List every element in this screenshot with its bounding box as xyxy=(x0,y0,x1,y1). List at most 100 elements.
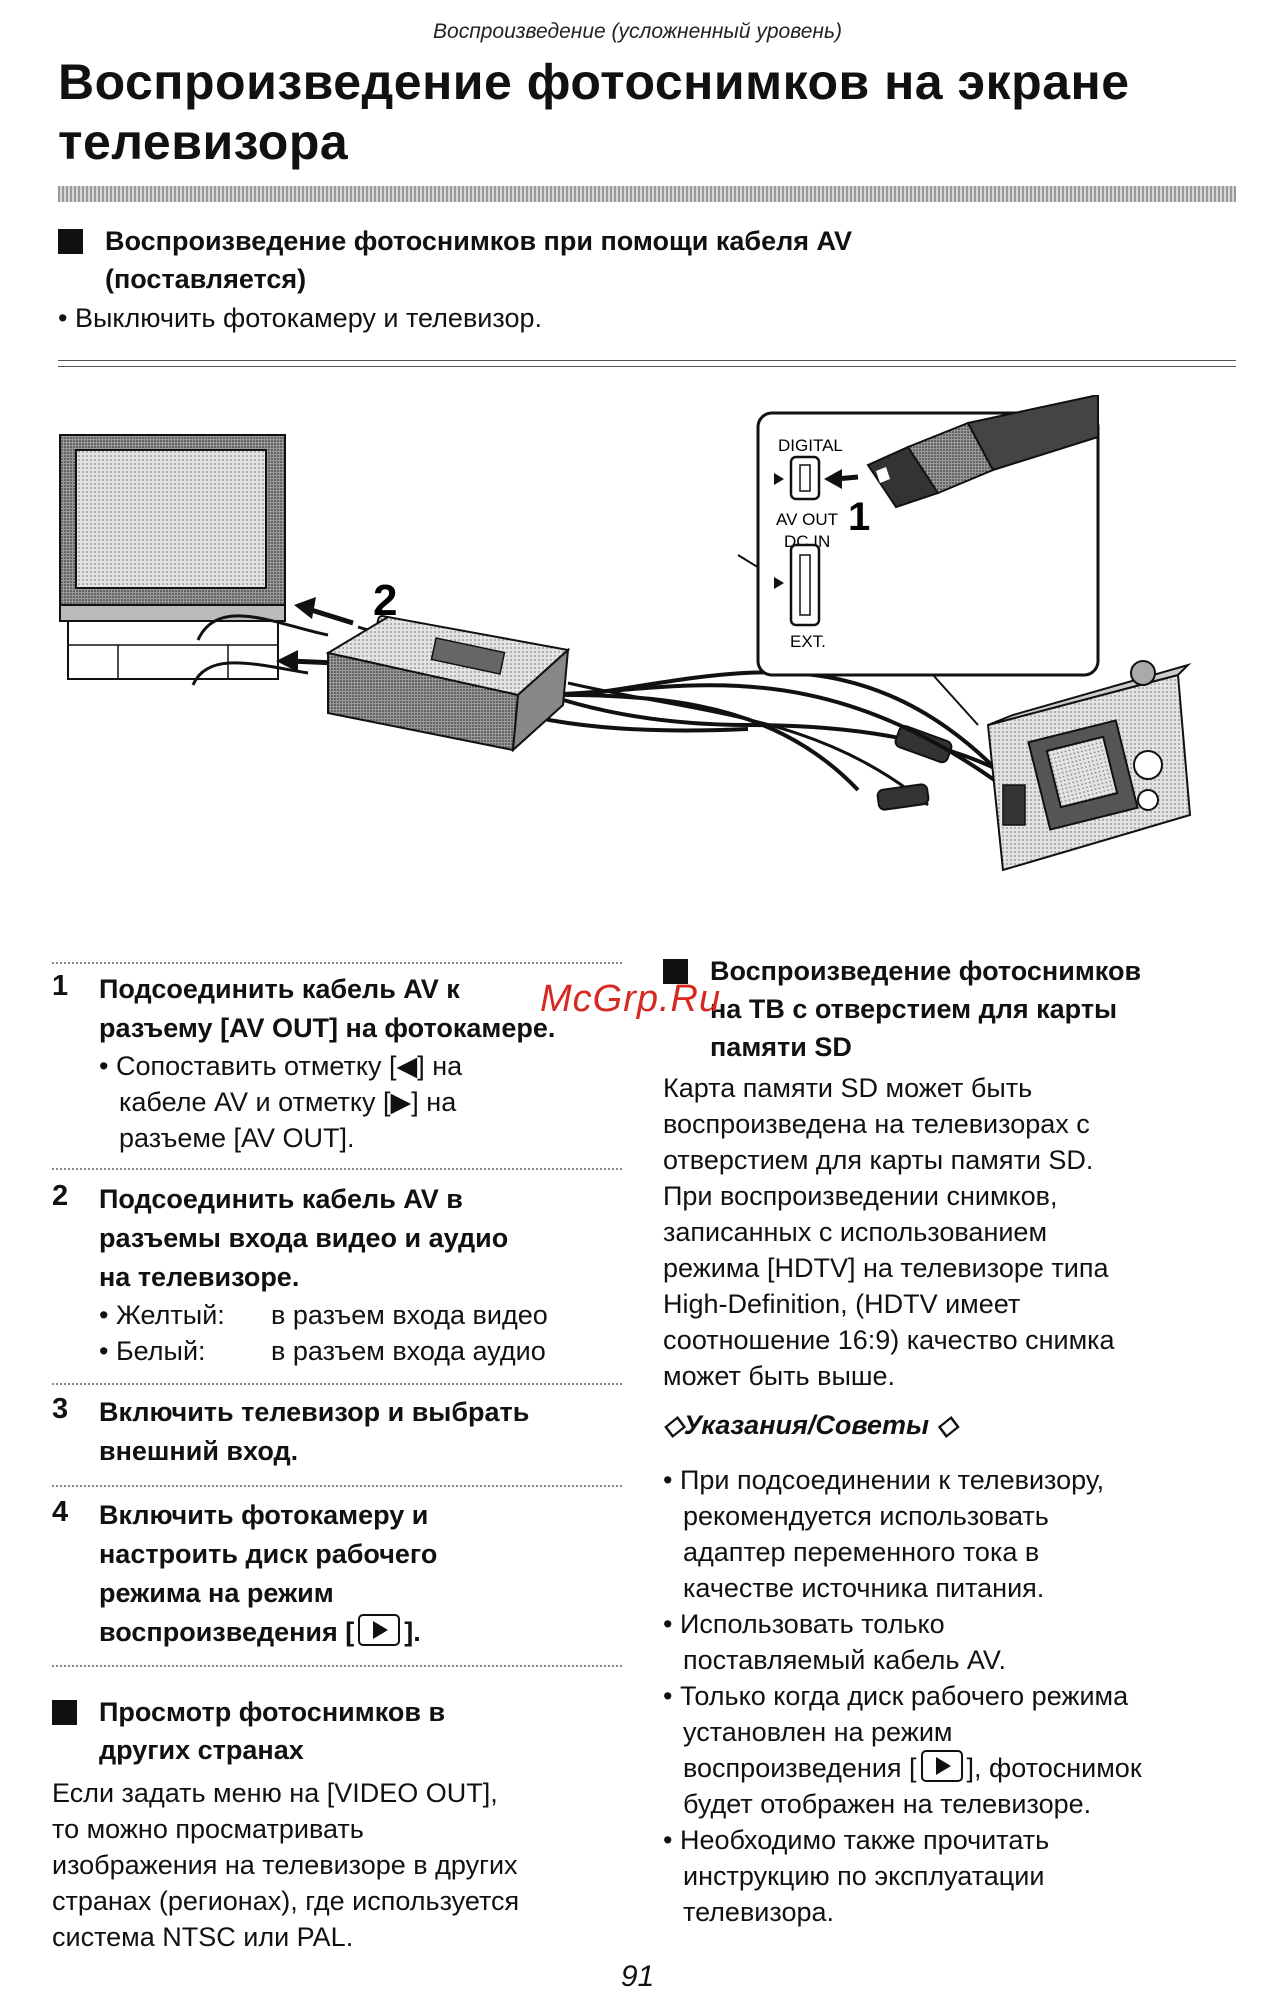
body-line: система NTSC или PAL. xyxy=(52,1922,354,1952)
step-number: 2 xyxy=(52,1180,69,1212)
playback-mode-icon xyxy=(920,1750,963,1782)
label-av-out: AV OUT xyxy=(776,510,838,529)
step-heading-line: Включить телевизор и выбрать xyxy=(99,1397,530,1427)
step-heading-line: Подсоединить кабель AV к xyxy=(99,974,460,1004)
step-divider xyxy=(52,1168,622,1170)
tip-line: установлен на режим xyxy=(683,1717,953,1747)
section-heading-line: Просмотр фотоснимков в xyxy=(99,1697,446,1727)
connection-diagram: 2 xyxy=(59,395,1192,872)
page-title: Воспроизведение фотоснимков на экране те… xyxy=(58,52,1238,172)
callout-1: 1 xyxy=(848,495,870,539)
step-heading-line: на телевизоре. xyxy=(99,1262,300,1292)
tip-line: рекомендуется использовать xyxy=(683,1501,1049,1531)
step-divider xyxy=(52,1485,622,1487)
step-divider xyxy=(52,1665,622,1667)
section-rule xyxy=(58,360,1236,367)
tip-item: • Только когда диск рабочего режима уста… xyxy=(663,1678,1243,1822)
cable-color-target: в разъем входа аудио xyxy=(271,1336,546,1366)
step-3: 3 Включить телевизор и выбрать внешний в… xyxy=(52,1393,622,1471)
step-heading-line: разъему [AV OUT] на фотокамере. xyxy=(99,1013,556,1043)
triangle-marker-icon xyxy=(774,577,784,589)
tip-line: телевизора. xyxy=(683,1897,835,1927)
step-heading-line: Включить фотокамеру и xyxy=(99,1500,429,1530)
step-heading-text: воспроизведения [ xyxy=(99,1617,355,1647)
step-2: 2 Подсоединить кабель AV в разъемы входа… xyxy=(52,1180,622,1369)
step-heading-line: внешний вход. xyxy=(99,1436,299,1466)
page-title-line-2: телевизора xyxy=(58,114,349,170)
label-ext: EXT. xyxy=(790,632,826,651)
camera-illustration xyxy=(986,660,1192,872)
body-line: воспроизведена на телевизорах с xyxy=(663,1109,1090,1139)
section-square-icon xyxy=(58,229,83,254)
body-line: режима [HDTV] на телевизоре типа xyxy=(663,1253,1109,1283)
tip-text: ], фотоснимок xyxy=(966,1753,1142,1783)
tip-line: будет отображен на телевизоре. xyxy=(683,1789,1092,1819)
tip-line: поставляемый кабель AV. xyxy=(683,1645,1006,1675)
title-rule xyxy=(58,186,1236,202)
step-heading: Подсоединить кабель AV к разъему [AV OUT… xyxy=(99,970,622,1048)
step-heading-line: настроить диск рабочего xyxy=(99,1539,438,1569)
section-heading-line: Воспроизведение фотоснимков xyxy=(710,956,1142,986)
step-number: 3 xyxy=(52,1393,69,1425)
step-heading-text: ]. xyxy=(404,1617,421,1647)
section-heading-line: памяти SD xyxy=(710,1032,852,1062)
tip-item: • Использовать только поставляемый кабел… xyxy=(663,1606,1243,1678)
step-bullet: • Сопоставить отметку [◀] на кабеле AV и… xyxy=(99,1048,622,1156)
ferrite-core-dc xyxy=(876,783,930,811)
step-bullet-line: • Сопоставить отметку [◀] на xyxy=(99,1051,463,1081)
step-heading: Включить фотокамеру и настроить диск раб… xyxy=(99,1496,622,1652)
section-heading-line: на ТВ с отверстием для карты xyxy=(710,994,1118,1024)
step-bullet-line: разъеме [AV OUT]. xyxy=(119,1123,355,1153)
body-line: записанных с использованием xyxy=(663,1217,1048,1247)
sd-tv-body: Карта памяти SD может быть воспроизведен… xyxy=(663,1070,1243,1394)
step-heading: Подсоединить кабель AV в разъемы входа в… xyxy=(99,1180,622,1297)
step-heading-line: воспроизведения []. xyxy=(99,1613,622,1652)
section-heading-abroad: Просмотр фотоснимков в других странах xyxy=(52,1693,622,1769)
cable-color-row: • Желтый: в разъем входа видео xyxy=(99,1297,622,1333)
section-square-icon xyxy=(52,1700,77,1725)
section-heading-line-2: (поставляется) xyxy=(105,264,307,294)
playback-mode-icon xyxy=(358,1614,401,1646)
tip-line: качестве источника питания. xyxy=(683,1573,1045,1603)
tip-item: • Необходимо также прочитать инструкцию … xyxy=(663,1822,1243,1930)
triangle-marker-icon xyxy=(774,473,784,485)
ferrite-core xyxy=(894,725,953,764)
step-number: 4 xyxy=(52,1496,69,1528)
step-1: 1 Подсоединить кабель AV к разъему [AV O… xyxy=(52,970,622,1156)
intro-bullet: • Выключить фотокамеру и телевизор. xyxy=(58,303,542,333)
abroad-body: Если задать меню на [VIDEO OUT], то можн… xyxy=(52,1775,632,1955)
body-line: При воспроизведении снимков, xyxy=(663,1181,1058,1211)
tips-heading: ◇Указания/Советы ◇ xyxy=(663,1410,958,1440)
cable-color-label: • Белый: xyxy=(99,1336,206,1366)
tip-text: воспроизведения [ xyxy=(683,1753,917,1783)
tip-line: • При подсоединении к телевизору, xyxy=(663,1465,1105,1495)
tip-line: инструкцию по эксплуатации xyxy=(683,1861,1045,1891)
step-4: 4 Включить фотокамеру и настроить диск р… xyxy=(52,1496,622,1652)
body-line: High-Definition, (HDTV имеет xyxy=(663,1289,1021,1319)
watermark: McGrp.Ru xyxy=(540,978,722,1020)
tip-line: • Использовать только xyxy=(663,1609,945,1639)
section-square-icon xyxy=(663,959,688,984)
running-head: Воспроизведение (усложненный уровень) xyxy=(433,20,842,43)
step-divider xyxy=(52,962,622,964)
cable-color-label: • Желтый: xyxy=(99,1300,225,1330)
connector-inset: DIGITAL AV OUT DC IN 1 EXT. xyxy=(737,395,1100,726)
tips-list: • При подсоединении к телевизору, рекоме… xyxy=(663,1462,1243,1930)
tip-line: • Необходимо также прочитать xyxy=(663,1825,1050,1855)
body-line: отверстием для карты памяти SD. xyxy=(663,1145,1094,1175)
body-line: то можно просматривать xyxy=(52,1814,364,1844)
tip-line: • Только когда диск рабочего режима xyxy=(663,1681,1129,1711)
ac-adapter-illustration xyxy=(191,614,571,753)
step-bullet-line: кабеле AV и отметку [▶] на xyxy=(119,1087,457,1117)
body-line: изображения на телевизоре в других xyxy=(52,1850,518,1880)
label-digital: DIGITAL xyxy=(778,436,843,455)
tip-item: • При подсоединении к телевизору, рекоме… xyxy=(663,1462,1243,1606)
dc-cable xyxy=(567,681,929,807)
section-heading-line-1: Воспроизведение фотоснимков при помощи к… xyxy=(105,226,853,256)
tv-illustration xyxy=(59,434,286,680)
section-heading-sd-tv: Воспроизведение фотоснимков на ТВ с отве… xyxy=(663,952,1243,1066)
section-heading-line: других странах xyxy=(99,1735,304,1765)
step-heading-line: разъемы входа видео и аудио xyxy=(99,1223,509,1253)
page-title-line-1: Воспроизведение фотоснимков на экране xyxy=(58,54,1130,110)
body-line: может быть выше. xyxy=(663,1361,896,1391)
